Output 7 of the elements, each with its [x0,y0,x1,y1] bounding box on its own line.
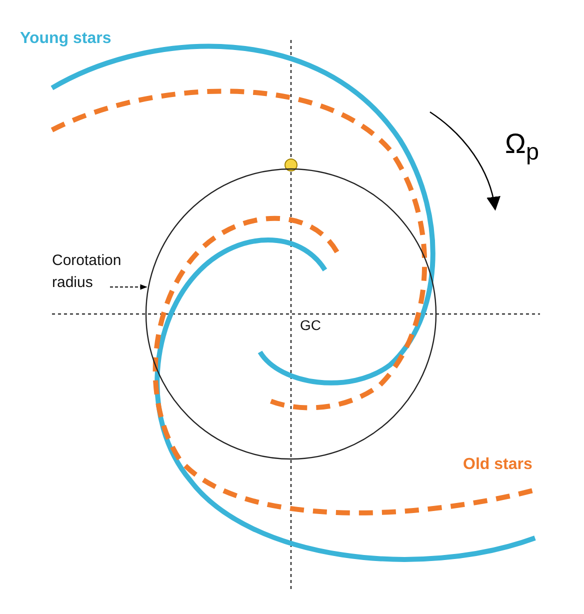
arm-label: Young stars [20,30,112,48]
corotation-circle [145,168,437,460]
annotation-text: Corotation radius [52,251,122,293]
leader-arrow [110,284,148,290]
center-label: GC [300,317,321,333]
pattern-speed-symbol: Ω$_{p}$ [505,128,539,166]
arm-label: Old stars [463,456,532,474]
